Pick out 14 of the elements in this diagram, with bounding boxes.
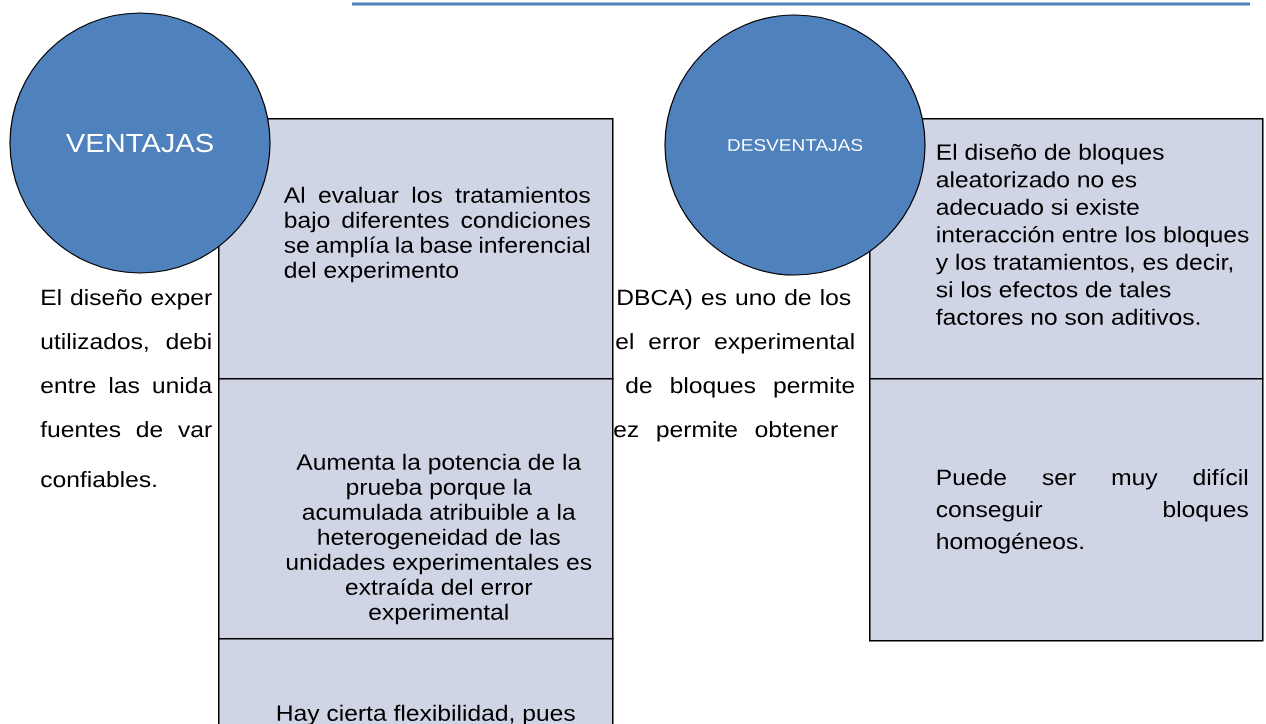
circle-badge: DESVENTAJAS	[664, 14, 926, 276]
circle-badge: VENTAJAS	[9, 12, 271, 274]
paragraph-text: confiables.	[41, 471, 156, 488]
paragraph-text: utilizados, debi	[41, 333, 211, 352]
paragraph-text: ez permite obtener	[614, 421, 838, 442]
paragraph-text: DBCA) es uno de los	[618, 289, 851, 310]
paragraph-text: el error experimental	[616, 333, 854, 354]
paragraph-text: fuentes de var	[40, 421, 212, 438]
paragraph-text: de bloques permite	[626, 377, 855, 398]
paragraph-text: entre las unida	[41, 377, 213, 394]
paragraph-text: El diseño exper	[42, 289, 212, 310]
text-box: Puede ser muy difícil conseguir bloques homogéneos.	[869, 378, 1264, 642]
text-box: Al evaluar los tratamientos bajo diferentes condiciones se amplía la base inferencial del experimento	[218, 118, 614, 380]
text-box: El diseño de bloques aleatorizado no es adecuado si existe interacción entre los bloques y los tratamientos, es decir, si los efectos de tales factores no son aditivos.	[869, 118, 1264, 380]
